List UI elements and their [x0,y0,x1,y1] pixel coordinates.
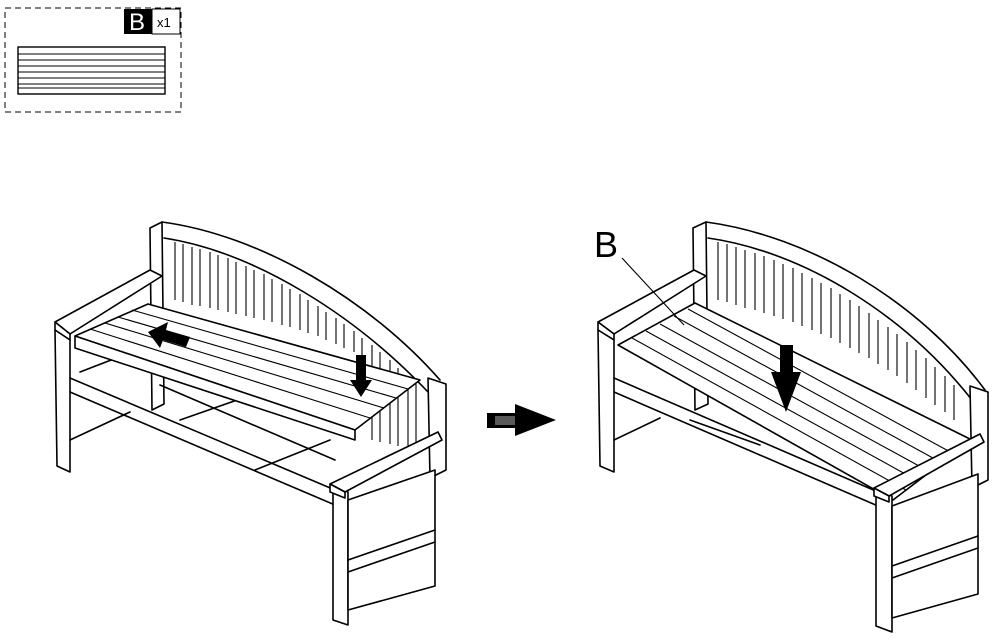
rotate-arrow-icon [148,322,190,348]
part-letter-badge [124,9,152,34]
callout-leader-line [621,257,685,326]
part-letter: B [129,9,145,36]
down-arrow-icon [350,355,372,397]
down-arrow-icon [771,345,801,412]
bench-before [54,221,447,626]
part-callout-label: B [594,224,618,265]
quantity-badge [151,8,181,35]
step-arrow-icon [487,404,556,436]
bench-after [597,221,989,633]
part-quantity: x1 [157,15,171,30]
seat-panel-thumbnail [17,46,166,95]
parts-box: B x1 [4,7,182,113]
